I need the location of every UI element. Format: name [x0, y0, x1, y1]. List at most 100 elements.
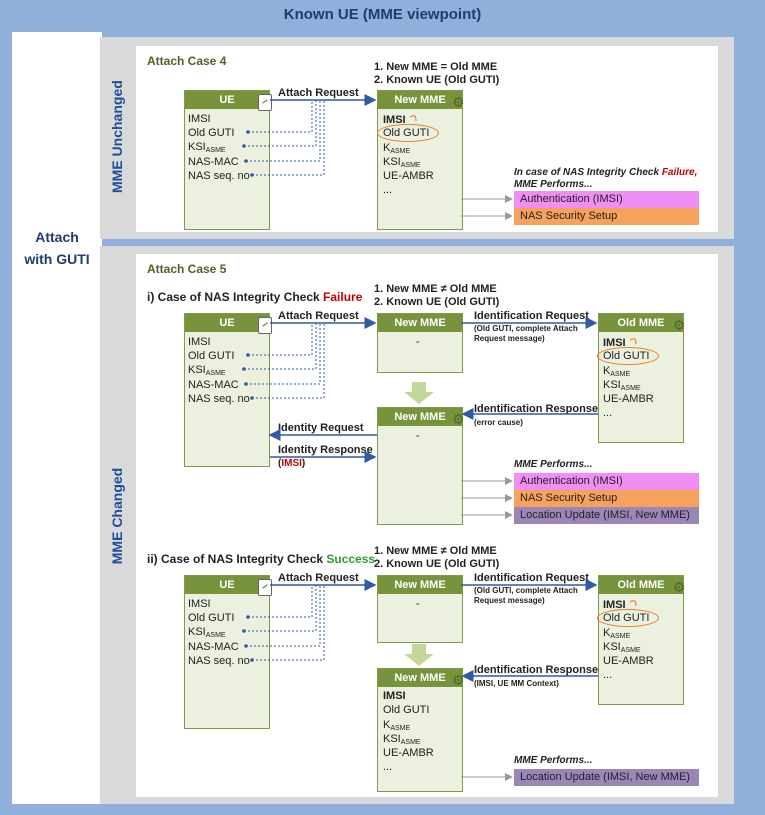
mme-ksi-asme: KSIASME [383, 156, 421, 169]
new-mme-box-fail-1: New MME [377, 313, 463, 373]
ue-old-guti: Old GUTI [188, 127, 235, 139]
ue-succ-imsi: IMSI [188, 598, 211, 610]
new-mme-box-fail-2: New MME [377, 407, 463, 525]
action-nas-security: NAS Security Setup [514, 208, 699, 225]
diagram-title: Known UE (MME viewpoint) [283, 6, 482, 23]
old-mme-dots: ... [603, 407, 613, 419]
failure-subtitle: i) Case of NAS Integrity Check Failure [147, 290, 363, 304]
ue-ksi: KSIASME [188, 141, 226, 154]
attach-request-label: Attach Request [278, 310, 359, 322]
new-mme-box-succ-2: New MME [377, 668, 463, 792]
fail-action-arrows [461, 477, 513, 519]
identity-request-label: Identity Request [278, 422, 364, 434]
gear-icon: ⚙ [673, 579, 686, 595]
identity-response-label: Identity Response [278, 444, 373, 456]
ue-header: UE [185, 91, 269, 109]
identification-response-params: (IMSI, UE MM Context) [474, 679, 559, 688]
new-mme-empty: - [416, 336, 420, 348]
identity-response-params: (IMSI) [278, 458, 306, 469]
old-mme-ambr: UE-AMBR [603, 393, 654, 405]
case5-fail-conditions: 1. New MME ≠ Old MME 2. Known UE (Old GU… [374, 283, 500, 308]
old-mme-k: KASME [603, 365, 631, 378]
mme-imsi: IMSI [383, 114, 406, 126]
ue-box-success: UE [184, 575, 270, 729]
case5-title: Attach Case 5 [147, 262, 227, 276]
case4-attach-arrow [242, 94, 377, 177]
fail-imsi-hook [629, 338, 637, 345]
new-mme-imsi: IMSI [383, 690, 406, 702]
case4-action-arrows [461, 195, 513, 220]
old-mme-k: KASME [603, 627, 631, 640]
old-mme-imsi: IMSI [603, 599, 626, 611]
old-guti-highlight [597, 347, 659, 365]
case4-imsi-hook [409, 115, 417, 122]
old-mme-guti: Old GUTI [603, 612, 650, 624]
success-subtitle: ii) Case of NAS Integrity Check Success [147, 552, 376, 566]
identification-response-label: Identification Response [474, 664, 599, 676]
ue-fail-nas-mac: NAS-MAC [188, 379, 239, 391]
left-column [12, 32, 102, 804]
action-location-update: Location Update (IMSI, New MME) [514, 507, 699, 524]
left-label-line2: with GUTI [24, 251, 90, 267]
ue-fail-old-guti: Old GUTI [188, 350, 235, 362]
new-mme-header: New MME [378, 91, 462, 109]
new-mme-empty: - [416, 430, 420, 442]
old-mme-ksi: KSIASME [603, 641, 641, 654]
case4-conditions: 1. New MME = Old MME 2. Known UE (Old GU… [374, 61, 499, 87]
ue-succ-nas-seq: NAS seq. no [188, 655, 250, 667]
mobile-device-icon [258, 317, 272, 334]
ue-nas-mac: NAS-MAC [188, 156, 239, 168]
gear-icon: ⚙ [452, 672, 465, 688]
ue-fail-nas-seq: NAS seq. no [188, 393, 250, 405]
ue-succ-old-guti: Old GUTI [188, 612, 235, 624]
old-mme-imsi: IMSI [603, 337, 626, 349]
old-mme-box-succ: Old MME [598, 575, 684, 705]
old-mme-ambr: UE-AMBR [603, 655, 654, 667]
mobile-device-icon [258, 579, 272, 596]
old-guti-highlight [597, 609, 659, 627]
left-label-line1: Attach [35, 229, 79, 245]
old-mme-guti: Old GUTI [603, 350, 650, 362]
case5-succ-conditions: 1. New MME ≠ Old MME 2. Known UE (Old GU… [374, 545, 500, 570]
ue-imsi: IMSI [188, 113, 211, 125]
ue-box: UE [184, 90, 270, 230]
mme-k-asme: KASME [383, 142, 411, 155]
mme-old-guti: Old GUTI [383, 127, 430, 139]
old-mme-box-fail: Old MME [598, 313, 684, 443]
action-authentication: Authentication (IMSI) [514, 191, 699, 208]
ue-succ-nas-mac: NAS-MAC [188, 641, 239, 653]
new-mme-empty: - [416, 598, 420, 610]
action-authentication: Authentication (IMSI) [514, 473, 699, 490]
fail-down-arrow [404, 382, 434, 404]
mme-ue-ambr: UE-AMBR [383, 170, 434, 182]
old-mme-dots: ... [603, 669, 613, 681]
new-mme-old-guti: Old GUTI [383, 704, 430, 716]
succ-imsi-hook [629, 600, 637, 607]
success-performs: MME Performs... [514, 755, 593, 766]
ue-fail-ksi: KSIASME [188, 364, 226, 377]
mme-dots: ... [383, 184, 393, 196]
case4-cond1: 1. New MME = Old MME [374, 61, 498, 73]
ue-succ-ksi: KSIASME [188, 626, 226, 639]
case4-cond2: 2. Known UE (Old GUTI) [374, 74, 500, 86]
ue-box-fail: UE [184, 313, 270, 467]
new-mme-box-succ-1: New MME [377, 575, 463, 643]
identification-response-label: Identification Response [474, 403, 599, 415]
identification-request-label: Identification Request [474, 310, 589, 322]
gear-icon: ⚙ [452, 94, 465, 110]
attach-request-label: Attach Request [278, 87, 359, 99]
succ-attach-arrow [242, 579, 377, 662]
old-guti-highlight [377, 124, 439, 142]
case4-title: Attach Case 4 [147, 54, 227, 68]
case4-performs: In case of NAS Integrity Check Failure, … [514, 167, 698, 190]
ue-nas-seq: NAS seq. no [188, 170, 250, 182]
action-nas-security: NAS Security Setup [514, 490, 699, 507]
attach-with-guti-label: Attach with GUTI [14, 226, 100, 270]
identification-response-params: (error cause) [474, 418, 523, 427]
ue-fail-imsi: IMSI [188, 336, 211, 348]
action-location-update: Location Update (IMSI, New MME) [514, 769, 699, 786]
gear-icon: ⚙ [452, 411, 465, 427]
